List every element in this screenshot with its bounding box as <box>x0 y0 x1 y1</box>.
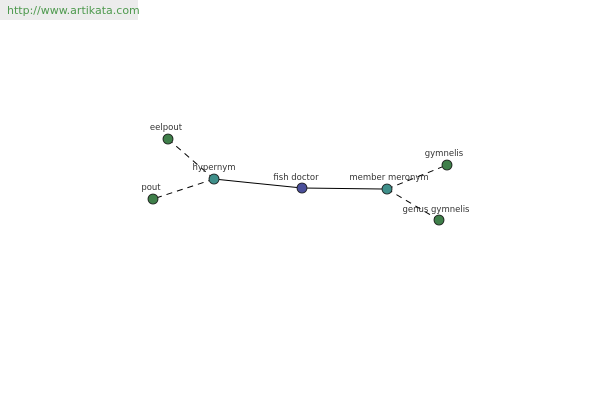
node-label-center[interactable]: fish doctor <box>273 173 319 183</box>
node-label-gymnelis[interactable]: gymnelis <box>425 149 464 159</box>
node-label-eelpout[interactable]: eelpout <box>150 123 183 133</box>
node-eelpout[interactable]: eelpout <box>150 123 183 145</box>
edge-center-member-meronym <box>301 187 388 190</box>
node-circle-gymnelis[interactable] <box>441 159 453 171</box>
site-link[interactable]: http://www.artikata.com <box>7 4 140 17</box>
node-pout[interactable]: pout <box>141 183 161 205</box>
edge-hypernym-eelpout <box>167 138 215 180</box>
site-link-bar: http://www.artikata.com <box>0 0 140 20</box>
node-label-genus-gymnelis[interactable]: genus gymnelis <box>402 205 470 215</box>
nodes-layer: fish doctor hypernym member meronym eelpout… <box>141 123 470 226</box>
node-circle-pout[interactable] <box>147 193 159 205</box>
node-hypernym[interactable]: hypernym <box>192 163 236 185</box>
node-center[interactable]: fish doctor <box>273 173 319 194</box>
node-circle-member-meronym[interactable] <box>381 183 393 195</box>
node-label-pout[interactable]: pout <box>141 183 161 193</box>
edge-center-hypernym <box>213 178 303 189</box>
node-circle-hypernym[interactable] <box>208 173 220 185</box>
node-genus-gymnelis[interactable]: genus gymnelis <box>402 205 470 226</box>
edge-hypernym-pout <box>152 178 215 200</box>
node-circle-genus-gymnelis[interactable] <box>433 214 445 226</box>
node-member-meronym[interactable]: member meronym <box>349 173 429 195</box>
node-label-hypernym[interactable]: hypernym <box>192 163 235 173</box>
edges-layer <box>152 138 448 221</box>
node-label-member-meronym[interactable]: member meronym <box>349 173 428 183</box>
node-gymnelis[interactable]: gymnelis <box>425 149 464 171</box>
node-circle-eelpout[interactable] <box>162 133 174 145</box>
node-circle-center[interactable] <box>296 182 308 194</box>
